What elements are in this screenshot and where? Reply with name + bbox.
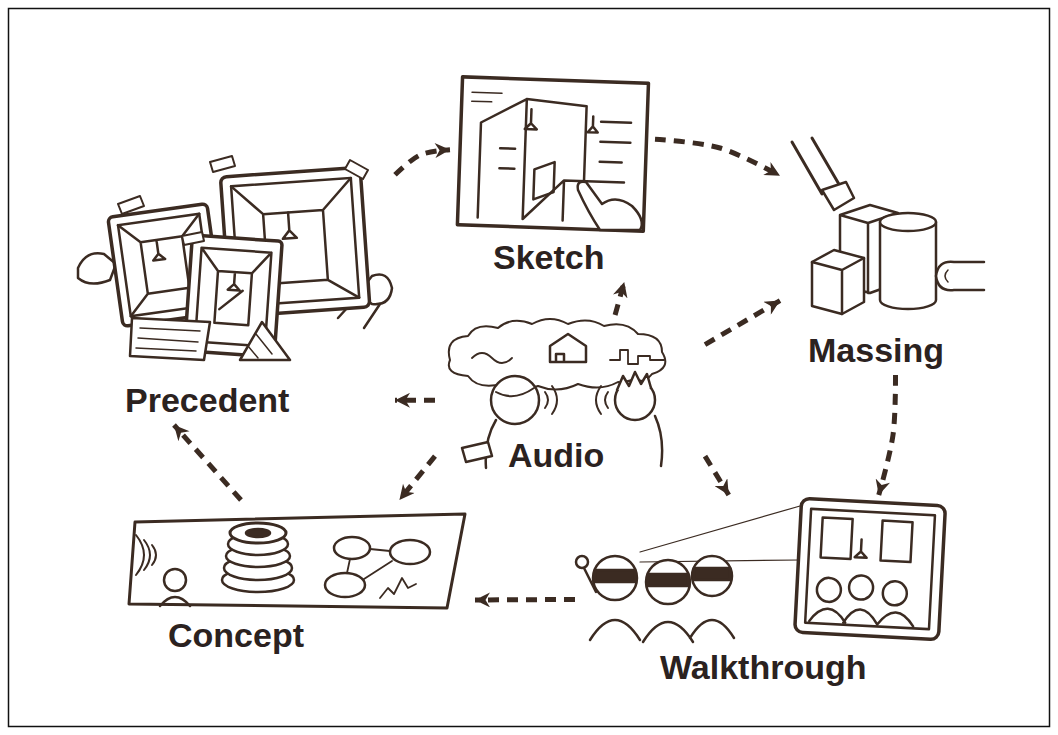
stage-node: Concept: [115, 500, 475, 660]
precedent-illustration: [78, 156, 392, 360]
walkthrough-illustration: [576, 498, 945, 642]
stage-label: Precedent: [125, 381, 289, 420]
dashed-arrow: [174, 425, 241, 500]
dashed-arrow: [705, 456, 729, 495]
dashed-arrow: [475, 597, 575, 603]
dashed-arrow: [879, 375, 896, 495]
stage-label: Sketch: [493, 238, 605, 277]
stage-node: Precedent: [70, 150, 395, 425]
stage-label: Massing: [808, 331, 944, 370]
concept-illustration: [129, 514, 465, 608]
dashed-arrow: [395, 150, 450, 175]
massing-illustration: [792, 138, 984, 314]
stage-label: Concept: [168, 616, 304, 655]
stage-node: Massing: [780, 135, 990, 375]
dashed-arrow: [615, 282, 624, 315]
dashed-arrow: [655, 139, 780, 176]
stage-node: Sketch: [450, 72, 655, 282]
stage-node: Audio: [435, 315, 705, 479]
dashed-arrow: [399, 456, 435, 500]
stage-node: Walkthrough: [575, 495, 950, 692]
dashed-arrow: [705, 301, 780, 345]
dashed-arrow: [395, 398, 435, 403]
stage-label: Walkthrough: [660, 648, 867, 687]
sketch-illustration: [457, 77, 648, 231]
stage-label: Audio: [508, 436, 604, 475]
frame: [9, 9, 1050, 727]
